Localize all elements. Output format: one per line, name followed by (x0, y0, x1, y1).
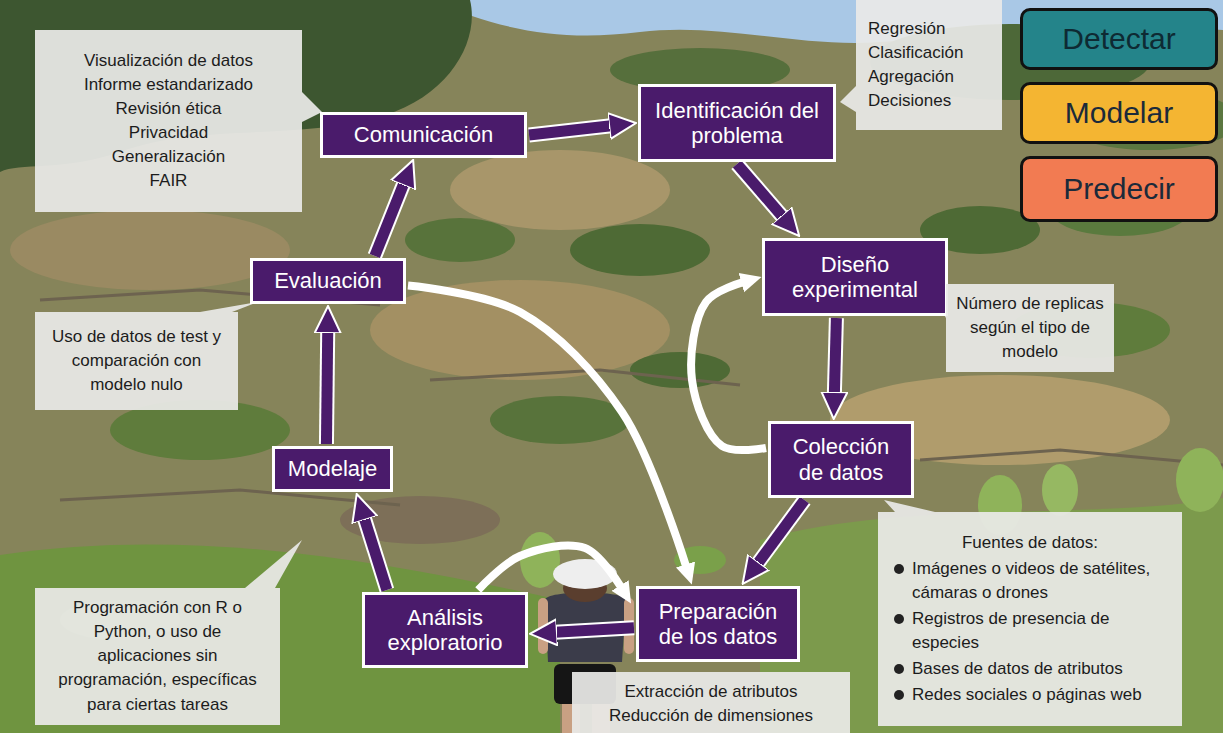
note-text: Registros de presencia de especies (888, 607, 1172, 655)
box-label: Modelaje (287, 456, 378, 481)
dry-grass (450, 150, 670, 230)
process-box: Diseño experimental (762, 238, 948, 316)
process-box: Comunicación (320, 112, 527, 158)
arrow-outline (834, 318, 836, 394)
arrow-outline (364, 518, 387, 590)
tag-label: Predecir (1033, 172, 1205, 206)
arrow-shaft (555, 628, 634, 633)
box-label: Diseño experimental (777, 252, 933, 303)
flow-arrow (326, 331, 327, 444)
process-box: Modelaje (272, 446, 393, 492)
arrow-outline (555, 628, 634, 633)
tag-label: Modelar (1033, 96, 1205, 130)
note-callout: Extracción de atributosReducción de dime… (572, 672, 850, 733)
callout-tail (840, 86, 856, 112)
note-text: Bases de datos de atributos (888, 657, 1172, 681)
arrow-shaft (757, 500, 804, 564)
flow-arrow (737, 164, 783, 217)
terrace-wall (60, 490, 400, 505)
flow-arrow (757, 500, 804, 564)
arrow-shaft (326, 331, 327, 444)
box-label: Análisis exploratorio (377, 605, 513, 656)
arrow-outline (737, 164, 783, 217)
process-box: Evaluación (250, 258, 406, 304)
note-text: Clasificación (868, 41, 992, 65)
arrow-shaft (737, 164, 783, 217)
category-tag: Detectar (1020, 8, 1218, 70)
arrow-shaft (364, 518, 387, 590)
category-tag: Predecir (1020, 156, 1218, 222)
arrow-shaft (529, 126, 611, 135)
shrubs (405, 218, 515, 262)
note-callout: Fuentes de datos:Imágenes o videos de sa… (878, 512, 1182, 726)
arrow-shaft (478, 545, 621, 590)
box-label: Comunicación (335, 122, 512, 147)
callout-tail (884, 500, 935, 512)
cactus-pad (520, 532, 560, 588)
arrow-shaft (408, 286, 686, 567)
cactus-pad (1042, 464, 1078, 516)
process-box: Colección de datos (768, 421, 914, 498)
note-text: FAIR (45, 169, 292, 193)
person-arm (538, 598, 548, 654)
note-text: Reducción de dimensiones (582, 704, 840, 728)
note-text: Decisiones (868, 89, 992, 113)
note-callout: Visualización de datosInforme estandariz… (35, 30, 302, 212)
note-text: Regresión (868, 17, 992, 41)
feedback-arrow (691, 282, 766, 450)
note-text: Extracción de atributos (582, 680, 840, 704)
dry-grass (10, 210, 290, 290)
note-text: Revisión ética (45, 97, 292, 121)
arrow-outline (529, 126, 611, 135)
terrace-wall (920, 450, 1223, 465)
note-callout: RegresiónClasificaciónAgregaciónDecision… (856, 0, 1002, 130)
arrow-shaft (375, 183, 404, 256)
flow-arrow (529, 126, 611, 135)
note-text: Generalización (45, 145, 292, 169)
note-text: Imágenes o videos de satélites, cámaras … (888, 557, 1172, 605)
note-callout: Programación con R o Python, o uso de ap… (35, 588, 280, 725)
arrow-outline (757, 500, 804, 564)
note-text: Redes sociales o páginas web (888, 683, 1172, 707)
dry-grass (370, 280, 670, 380)
note-text: Privacidad (45, 121, 292, 145)
feedback-arrow (478, 545, 621, 590)
box-label: Preparación de los datos (651, 599, 785, 650)
callout-tail (302, 92, 322, 122)
process-box: Preparación de los datos (636, 586, 800, 662)
box-label: Colección de datos (783, 434, 899, 485)
note-callout: Uso de datos de test y comparación con m… (35, 312, 238, 410)
cactus-pad (1176, 448, 1223, 512)
feedback-arrow (408, 286, 686, 567)
process-box: Análisis exploratorio (362, 592, 528, 668)
tag-label: Detectar (1033, 22, 1205, 56)
note-text: Programación con R o Python, o uso de ap… (45, 596, 270, 717)
category-tag: Modelar (1020, 82, 1218, 144)
callout-tail (245, 540, 302, 588)
box-label: Evaluación (265, 268, 391, 293)
flow-arrow (555, 628, 634, 633)
note-text: Uso de datos de test y comparación con m… (45, 325, 228, 397)
arrow-shaft (834, 318, 836, 394)
note-text: Visualización de datos (45, 49, 292, 73)
note-text: Agregación (868, 65, 992, 89)
shrubs (490, 396, 630, 444)
shrubs (570, 224, 710, 276)
arrow-shaft (691, 282, 766, 450)
box-label: Identificación del problema (653, 98, 821, 149)
note-text: Informe estandarizado (45, 73, 292, 97)
process-box: Identificación del problema (638, 84, 836, 162)
flow-arrow (375, 183, 404, 256)
arrow-outline (326, 331, 327, 444)
arrow-outline (375, 183, 404, 256)
note-callout: Número de replicas según el tipo de mode… (946, 284, 1114, 372)
note-text: Fuentes de datos: (888, 531, 1172, 555)
flow-arrow (834, 318, 836, 394)
flow-arrow (364, 518, 387, 590)
note-text: Número de replicas según el tipo de mode… (956, 292, 1104, 364)
